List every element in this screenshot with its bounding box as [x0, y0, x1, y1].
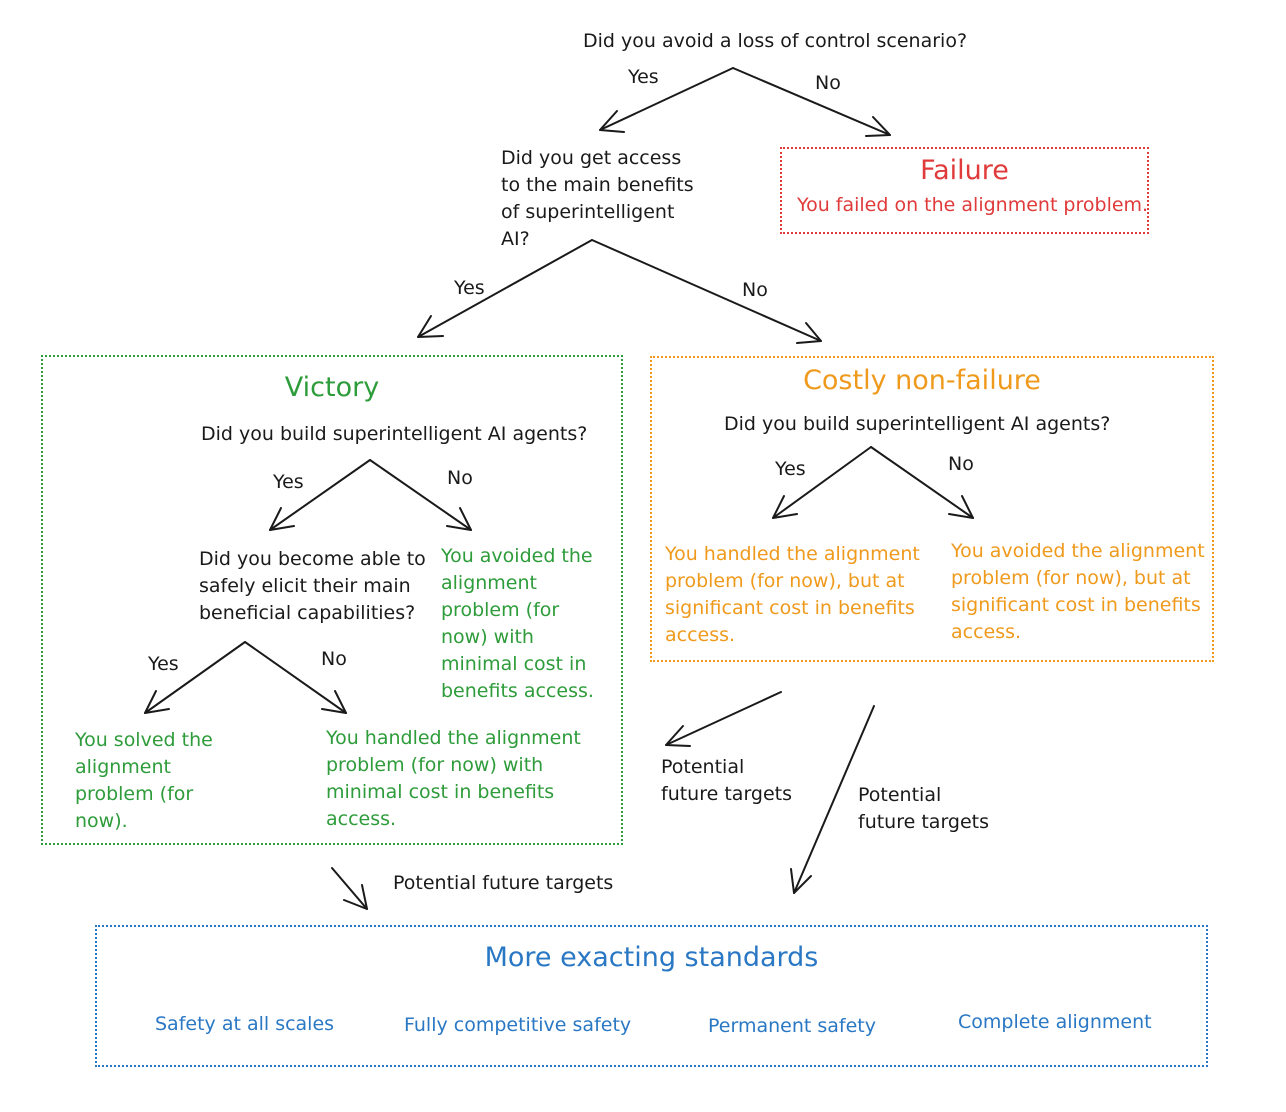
arrow-benefits-no: [591, 239, 822, 344]
costly-box: Costly non-failure Did you build superin…: [650, 356, 1214, 662]
arrow-elicit-no: [244, 641, 347, 714]
arrow-future-right: [790, 705, 875, 894]
benefits-yes-label: Yes: [454, 277, 485, 299]
costly-avoided-outcome: You avoided the alignment problem (for n…: [951, 540, 1205, 643]
root-yes-label: Yes: [628, 66, 659, 88]
arrow-costly-no: [870, 446, 974, 519]
arrow-root-no: [732, 67, 891, 137]
standards-box: More exacting standards Safety at all sc…: [95, 925, 1208, 1067]
arrow-costly-yes: [772, 446, 872, 519]
arrow-future-left: [665, 691, 782, 747]
standard-safety-all-scales: Safety at all scales: [155, 1013, 335, 1035]
standard-permanent-safety: Permanent safety: [708, 1015, 876, 1037]
costly-question: Did you build superintelligent AI agents…: [724, 413, 1111, 435]
standard-complete-alignment: Complete alignment: [958, 1011, 1152, 1033]
future-targets-label-left: Potential future targets: [661, 756, 793, 805]
victory-yes-label: Yes: [273, 471, 304, 493]
future-targets-label-bottom: Potential future targets: [393, 872, 614, 894]
arrow-elicit-yes: [144, 641, 246, 714]
arrow-root-yes: [599, 67, 734, 133]
failure-title: Failure: [920, 155, 1009, 186]
benefits-no-label: No: [742, 279, 768, 301]
future-targets-label-right: Potential future targets: [858, 784, 990, 833]
standards-title: More exacting standards: [484, 942, 819, 973]
victory-no-outcome: You avoided the alignment problem (for n…: [441, 545, 594, 702]
arrow-victory-yes: [269, 459, 371, 531]
arrow-benefits-yes: [417, 239, 593, 338]
costly-handled-outcome: You handled the alignment problem (for n…: [665, 543, 920, 646]
elicit-yes-label: Yes: [148, 653, 179, 675]
benefits-question: Did you get access to the main benefits …: [501, 147, 694, 250]
elicit-no-label: No: [321, 648, 347, 670]
victory-title: Victory: [284, 372, 380, 403]
standard-fully-competitive: Fully competitive safety: [404, 1014, 632, 1036]
root-question: Did you avoid a loss of control scenario…: [583, 30, 968, 52]
costly-no-label: No: [948, 453, 974, 475]
failure-text: You failed on the alignment problem.: [797, 194, 1149, 216]
root-no-label: No: [815, 72, 841, 94]
costly-yes-label: Yes: [775, 458, 806, 480]
costly-title: Costly non-failure: [803, 365, 1041, 396]
failure-box: Failure You failed on the alignment prob…: [780, 147, 1149, 234]
victory-no-label: No: [447, 467, 473, 489]
arrow-future-victory: [331, 867, 368, 910]
solved-outcome: You solved the alignment problem (for no…: [75, 729, 213, 832]
elicit-question: Did you become able to safely elicit the…: [199, 548, 426, 624]
victory-box: Victory Did you build superintelligent A…: [41, 355, 623, 845]
arrow-victory-no: [369, 459, 472, 531]
handled-minimal-outcome: You handled the alignment problem (for n…: [326, 727, 581, 830]
victory-question: Did you build superintelligent AI agents…: [201, 423, 588, 445]
